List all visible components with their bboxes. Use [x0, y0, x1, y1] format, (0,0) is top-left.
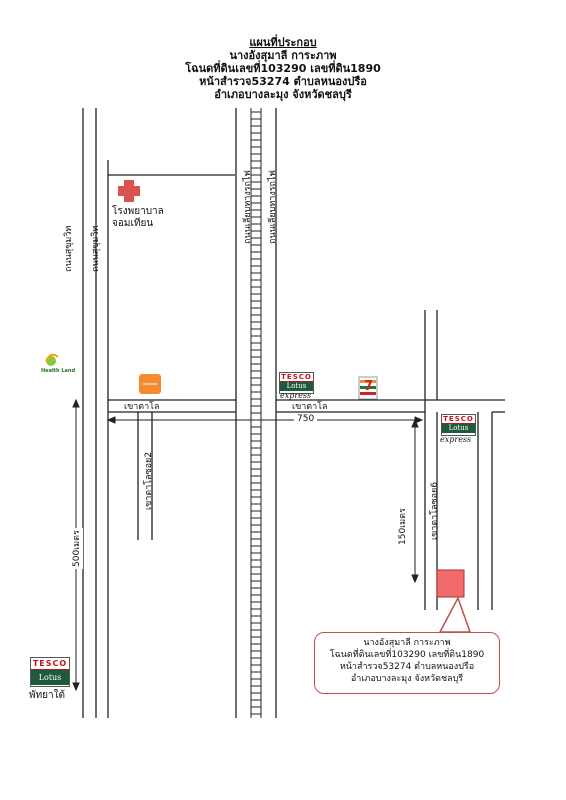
khao-talo-label-left: เขาตาโล	[124, 402, 160, 412]
survey-page: หน้าสำรวจ53274 ตำบลหนองปรือ	[199, 75, 367, 88]
hospital-cross-icon	[118, 180, 140, 202]
sukhumvit-label-1: ถนนสุขุมวิท	[64, 225, 74, 272]
sukhumvit-label-2: ถนนสุขุมวิท	[91, 225, 101, 272]
deed-number: โฉนดที่ดินเลขที่103290 เลขที่ดิน1890	[185, 62, 381, 75]
tesco-lotus-soi6-logo: TESCO Lotus	[441, 414, 476, 436]
lotus-brand-text: Lotus	[31, 670, 69, 685]
soi-6-label: เขาตาโลซอย6	[430, 481, 440, 540]
owner-name: นางอังสุมาลี การะภาพ	[229, 49, 337, 62]
pattaya-tai-label: พัทยาใต้	[29, 690, 66, 701]
express-label-soi6: express	[440, 435, 472, 444]
distance-750-label: 750	[294, 414, 318, 425]
map-heading: แผนที่ประกอบ	[249, 36, 317, 49]
hospital-name-line2: จอมเทียน	[112, 218, 154, 229]
tesco-lotus-railway-logo: TESCO Lotus	[279, 372, 314, 394]
seven-eleven-logo-icon	[358, 376, 378, 400]
distance-150-label: 150เมตร	[398, 508, 408, 545]
railway-road-label-1: ถนนเลียบทางรถไฟ	[243, 170, 253, 244]
lotus-brand-text: Lotus	[442, 424, 475, 433]
seven-eleven-number: 7	[364, 379, 374, 394]
tesco-brand-text: TESCO	[31, 659, 69, 670]
target-property-marker	[436, 569, 465, 598]
railway-road-label-2: ถนนเลียบทางรถไฟ	[268, 170, 278, 244]
express-label-railway: express	[280, 391, 312, 400]
hospital-name-line1: โรงพยาบาล	[112, 206, 164, 217]
health-land-label: Health Land	[41, 368, 76, 374]
tesco-brand-text: TESCO	[280, 373, 313, 382]
khao-talo-label-right: เขาตาโล	[292, 402, 328, 412]
tesco-lotus-pattaya-logo: TESCO Lotus	[30, 657, 70, 687]
lotus-brand-text: Lotus	[280, 382, 313, 391]
railway-track	[250, 108, 262, 718]
distance-500-label: 500เมตร	[69, 528, 83, 569]
callout-deed: โฉนดที่ดินเลขที่103290 เลขที่ดิน1890	[329, 650, 485, 660]
tesco-brand-text: TESCO	[442, 415, 475, 424]
health-land-logo-icon	[45, 353, 59, 366]
callout-district: อำเภอบางละมุง จังหวัดชลบุรี	[350, 674, 464, 684]
callout-pointer	[438, 596, 472, 633]
callout-owner: นางอังสุมาลี การะภาพ	[363, 638, 451, 648]
district-name: อำเภอบางละมุง จังหวัดชลบุรี	[214, 88, 352, 101]
soi-2-label: เขาตาโลซอย2	[144, 451, 154, 510]
property-callout: นางอังสุมาลี การะภาพ โฉนดที่ดินเลขที่103…	[314, 632, 500, 694]
callout-survey: หน้าสำรวจ53274 ตำบลหนองปรือ	[339, 662, 475, 672]
